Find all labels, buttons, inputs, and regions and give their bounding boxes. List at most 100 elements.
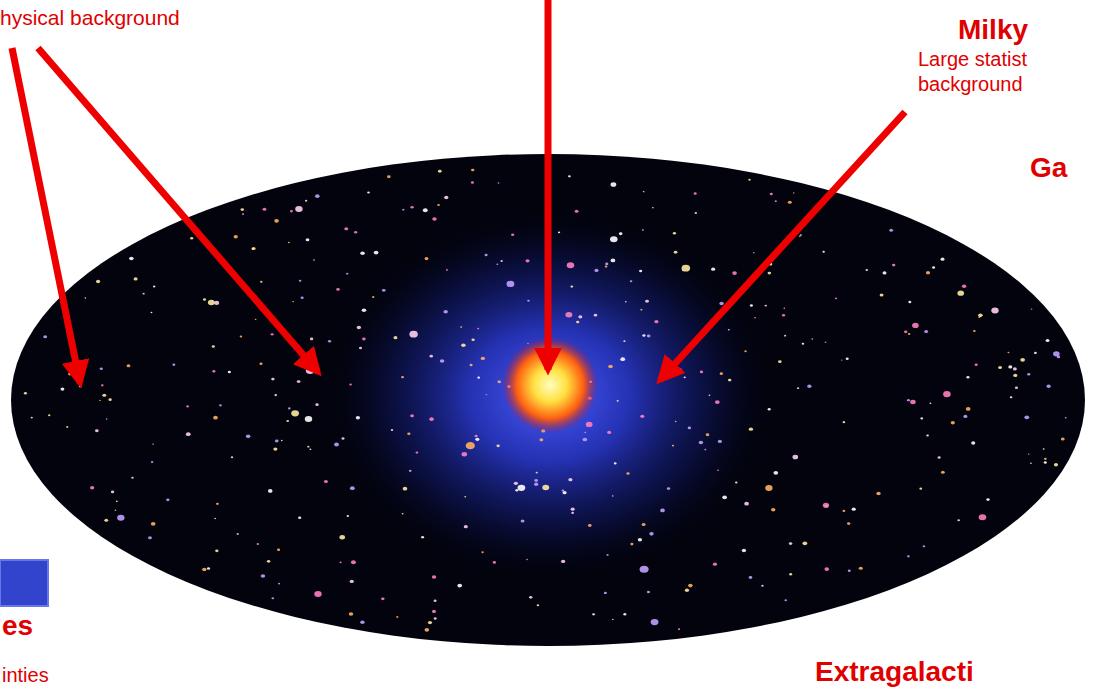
source <box>802 343 805 345</box>
source <box>432 217 436 221</box>
source <box>620 357 625 361</box>
source <box>652 207 654 208</box>
source <box>1013 367 1017 370</box>
source <box>568 175 571 177</box>
source <box>85 297 87 298</box>
source <box>471 338 474 341</box>
source <box>929 402 931 403</box>
source <box>649 532 653 536</box>
source <box>978 317 980 318</box>
source <box>1013 374 1017 377</box>
source <box>100 367 103 370</box>
source <box>606 554 608 556</box>
source <box>567 262 575 268</box>
source <box>350 486 355 490</box>
source <box>301 296 304 298</box>
source <box>464 525 468 528</box>
source <box>678 628 680 630</box>
source <box>486 394 488 395</box>
source <box>104 519 108 522</box>
source <box>1053 351 1060 356</box>
source <box>514 482 518 485</box>
heading-label: es <box>2 610 33 642</box>
source <box>497 380 501 383</box>
source <box>768 408 771 410</box>
source <box>526 559 528 560</box>
source <box>290 210 293 212</box>
source <box>1007 352 1009 354</box>
source <box>493 561 496 564</box>
source <box>212 370 215 372</box>
source <box>811 338 813 340</box>
source <box>594 269 598 272</box>
source <box>778 360 782 363</box>
source <box>924 330 928 333</box>
source <box>367 191 370 193</box>
source <box>660 509 665 513</box>
source <box>784 335 786 337</box>
source <box>374 251 379 255</box>
source <box>889 229 893 232</box>
note-label: Large statist <box>918 48 1027 71</box>
source <box>773 471 778 475</box>
source <box>1044 461 1047 464</box>
source <box>537 604 540 606</box>
source <box>685 589 689 592</box>
arrow <box>38 48 318 372</box>
source <box>912 323 919 328</box>
source <box>342 437 345 439</box>
source <box>822 251 824 253</box>
source <box>351 560 356 564</box>
source <box>115 509 117 510</box>
source <box>789 573 792 575</box>
source <box>387 175 391 178</box>
source <box>563 491 567 494</box>
source <box>434 617 437 619</box>
source <box>423 208 428 212</box>
source <box>438 170 442 173</box>
source <box>151 312 153 314</box>
source <box>640 309 642 311</box>
source <box>586 422 593 427</box>
source <box>719 302 723 306</box>
source <box>24 392 27 394</box>
source <box>268 489 273 493</box>
heading-label: Milky <box>958 14 1028 46</box>
source <box>281 440 283 441</box>
source <box>565 312 572 318</box>
source <box>257 543 259 545</box>
source <box>66 426 68 428</box>
source <box>111 491 114 494</box>
note-label: hysical background <box>0 6 180 30</box>
source <box>534 479 538 482</box>
source <box>642 229 644 230</box>
source <box>793 192 795 193</box>
source <box>203 298 206 301</box>
source <box>310 338 313 341</box>
source <box>466 442 475 449</box>
source <box>391 429 393 431</box>
source <box>1061 437 1065 440</box>
source <box>684 376 686 378</box>
source <box>68 373 72 376</box>
source <box>998 366 1002 369</box>
source <box>880 294 884 297</box>
source <box>362 308 367 312</box>
source <box>471 181 474 183</box>
source <box>31 417 33 419</box>
source <box>536 472 538 474</box>
source <box>852 507 856 510</box>
source <box>1028 453 1030 454</box>
source <box>638 538 642 541</box>
source <box>749 576 753 579</box>
source <box>704 449 706 451</box>
source <box>190 237 193 239</box>
source <box>770 193 773 195</box>
source <box>437 204 440 206</box>
source <box>496 263 498 265</box>
source <box>507 281 515 287</box>
source <box>349 383 352 385</box>
source <box>783 308 785 309</box>
source <box>410 206 413 209</box>
source <box>527 300 530 302</box>
